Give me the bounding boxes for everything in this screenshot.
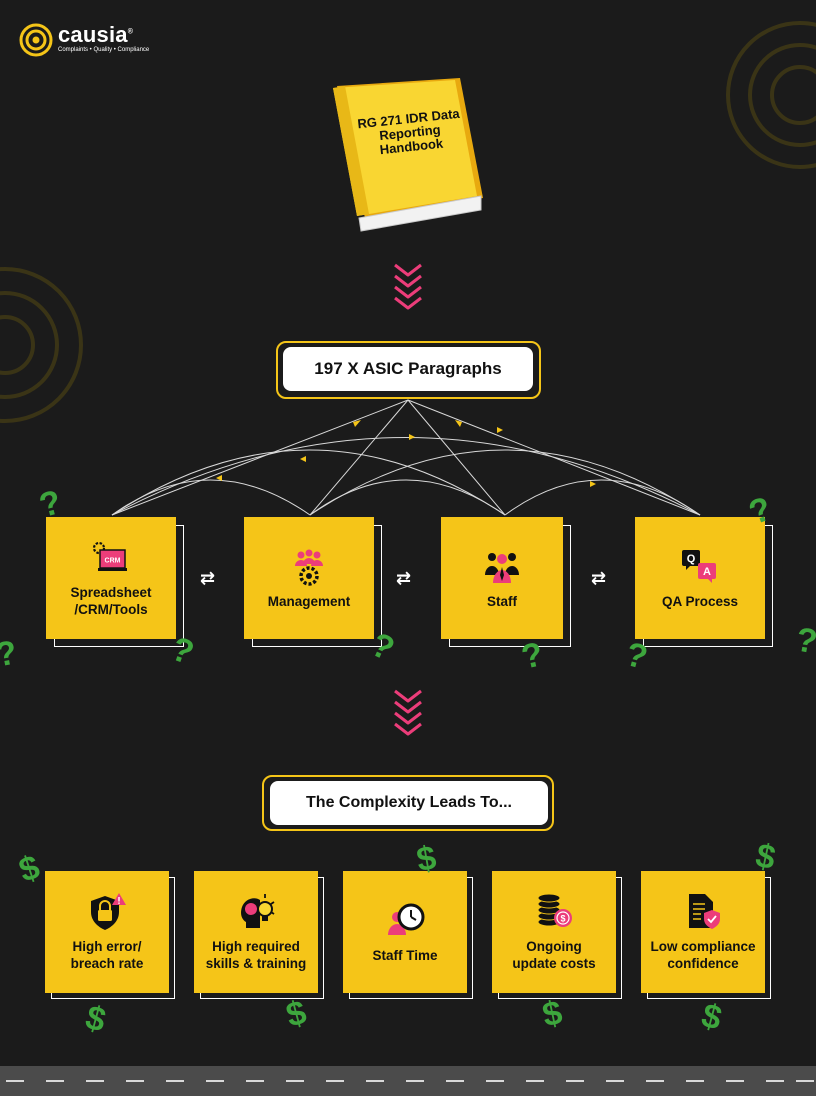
outcome-label: High error/ breach rate [70,939,144,971]
outcome-label: High required skills & training [205,939,307,971]
logo-target-icon [19,23,53,57]
outcome-label: Ongoing update costs [512,939,596,971]
chevrons-down-icon [394,689,422,736]
lock-shield-alert-icon [91,893,126,930]
qa-chat-icon: Q A [682,549,716,583]
swap-arrows-icon: ⇄ [591,568,607,588]
source-label: QA Process [661,593,739,609]
source-card-qa-process: Q A QA Process [635,517,765,639]
outcome-label: Low compliance confidence [650,939,756,971]
asic-paragraphs-label: 197 X ASIC Paragraphs [314,359,502,378]
complexity-label: The Complexity Leads To... [306,794,512,811]
outcome-card-staff-time: Staff Time [343,871,467,993]
document-shield-icon [689,894,720,929]
source-label: Spreadsheet /CRM/Tools [70,585,152,617]
outcome-card-update-costs: $ Ongoing update costs [492,871,616,993]
staff-people-icon [485,552,519,583]
source-label: Management [267,593,351,609]
outcome-label: Staff Time [372,947,438,963]
logo-tagline: Complaints • Quality • Compliance [58,47,150,53]
svg-text:$: $ [560,914,565,924]
asic-paragraphs-box: 197 X ASIC Paragraphs [283,347,533,391]
outcome-card-high-error: High error/ breach rate [45,871,169,993]
outcome-card-skills-training: High required skills & training [194,871,318,993]
asic-paragraphs-frame [276,341,541,399]
logo-wordmark: causia® [58,22,134,47]
road-dashes [6,1080,814,1082]
complexity-box: The Complexity Leads To... [270,781,548,825]
source-card-staff: Staff [441,517,563,639]
crm-gear-icon: CRM [92,541,127,571]
coin-stack-icon: $ [537,893,572,927]
source-label: Staff [487,593,517,609]
outcome-card-compliance-confidence: Low compliance confidence [641,871,765,993]
svg-text:A: A [703,566,711,578]
causia-logo[interactable]: causia® Complaints • Quality • Complianc… [18,22,178,58]
person-clock-icon [388,903,425,935]
head-lightbulb-icon [241,894,275,928]
complexity-frame [262,775,554,831]
source-card-management: Management [244,517,374,639]
swap-arrows-icon: ⇄ [200,568,216,588]
team-gear-icon [295,549,323,586]
source-card-spreadsheet-crm-tools: CRM Spreadsheet /CRM/Tools [46,517,176,639]
svg-text:CRM: CRM [105,558,121,565]
swap-arrows-icon: ⇄ [396,568,412,588]
chevrons-down-icon [394,263,422,310]
handbook-book [333,78,483,232]
svg-text:Q: Q [687,553,696,565]
